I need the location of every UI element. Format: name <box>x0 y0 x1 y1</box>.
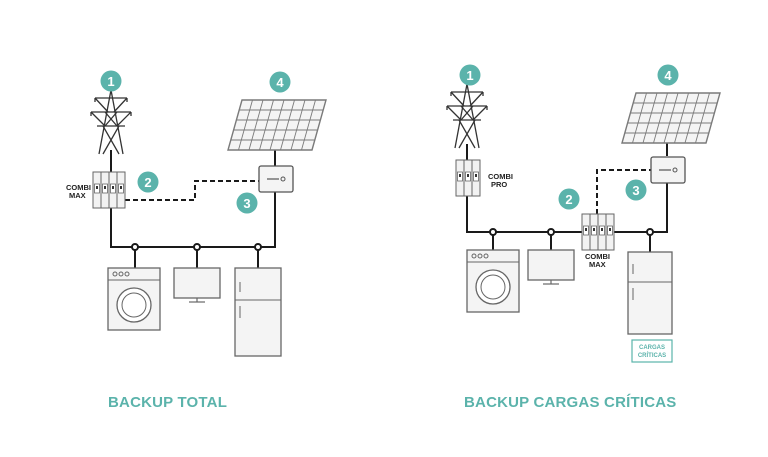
refrigerator-icon <box>234 267 282 357</box>
combi-max-breaker-panel <box>92 171 126 209</box>
tv-icon <box>173 267 221 303</box>
communication-dashed-line-right <box>596 169 651 214</box>
combi-max-label-line2: MAX <box>69 191 86 200</box>
critical-loads-line2: CRÍTICAS <box>638 351 666 359</box>
title-backup-critical-loads: BACKUP CARGAS CRÍTICAS <box>464 394 677 411</box>
load-bus-line-right <box>466 196 650 233</box>
communication-dashed-line <box>125 180 259 201</box>
breaker-panel-icon-pro <box>455 159 465 197</box>
combi-pro-label-line2: PRO <box>491 180 507 189</box>
svg-text:4: 4 <box>664 68 672 83</box>
bus-nodes <box>131 243 262 251</box>
combi-max-breaker-panel-right <box>581 213 615 251</box>
svg-text:3: 3 <box>632 183 639 198</box>
combi-max-label-right-line2: MAX <box>589 260 606 269</box>
washing-machine-icon <box>107 267 161 331</box>
badge-2-right: 2 <box>558 188 580 210</box>
badge-3-right: 3 <box>625 179 647 201</box>
bus-nodes-right <box>489 228 654 236</box>
badge-4-right: 4 <box>657 64 679 86</box>
badge-1: 1 <box>100 70 122 92</box>
critical-loads-line1: CARGAS <box>639 345 665 351</box>
transmission-tower-icon <box>90 89 132 155</box>
combi-pro-breaker-panel <box>455 159 481 197</box>
inverter-icon <box>258 165 294 193</box>
solar-panel-icon-right <box>621 92 721 144</box>
badge-3: 3 <box>236 192 258 214</box>
title-backup-total: BACKUP TOTAL <box>108 394 228 411</box>
breaker-panel-icon <box>92 171 102 209</box>
svg-text:2: 2 <box>144 175 151 190</box>
tv-icon-right <box>527 249 575 285</box>
right-diagram: COMBI PRO COMBI MAX CARGAS CRÍTICAS 1 <box>446 64 721 363</box>
solar-panel-icon <box>227 99 327 151</box>
left-diagram: COMBI MAX 1 2 3 4 <box>66 70 327 357</box>
load-bus-line <box>110 208 258 248</box>
svg-text:1: 1 <box>466 68 473 83</box>
transmission-tower-icon-right <box>446 83 488 149</box>
critical-loads-tag: CARGAS CRÍTICAS <box>631 339 673 363</box>
combi-max-label-right-line1: COMBI <box>585 252 610 261</box>
breaker-panel-icon-max <box>581 213 591 251</box>
combi-max-label-line1: COMBI <box>66 183 91 192</box>
badge-4: 4 <box>269 71 291 93</box>
inverter-bus-line <box>258 192 276 248</box>
svg-text:1: 1 <box>107 74 114 89</box>
badge-1-right: 1 <box>459 64 481 86</box>
inverter-bus-line-right <box>650 182 668 233</box>
inverter-icon-right <box>650 156 686 184</box>
svg-text:4: 4 <box>276 75 284 90</box>
load-drops-right <box>492 232 552 250</box>
combi-pro-label-line1: COMBI <box>488 172 513 181</box>
svg-text:3: 3 <box>243 196 250 211</box>
refrigerator-icon-right <box>627 251 673 335</box>
svg-text:2: 2 <box>565 192 572 207</box>
badge-2: 2 <box>137 171 159 193</box>
washing-machine-icon-right <box>466 249 520 313</box>
